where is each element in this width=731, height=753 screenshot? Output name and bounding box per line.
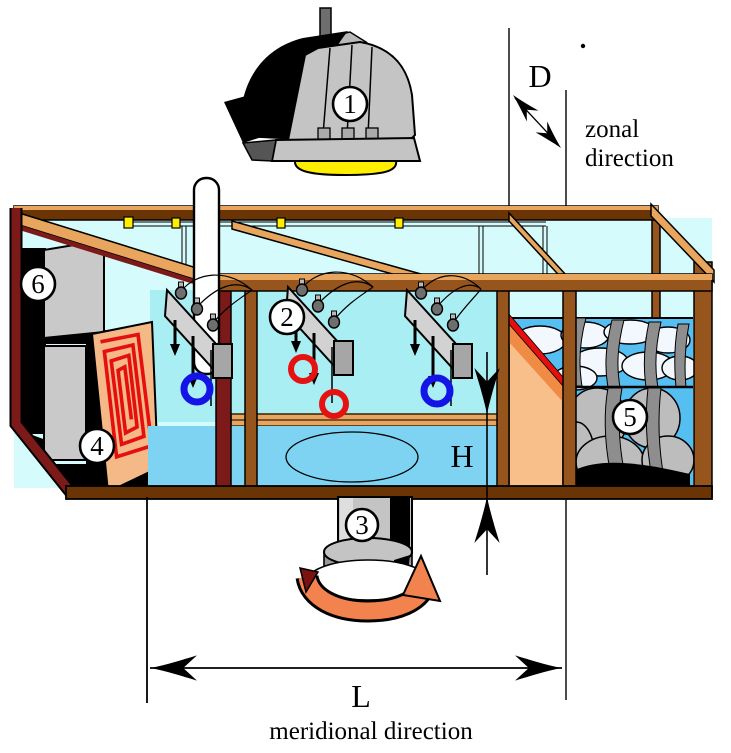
marker-ring-blue	[420, 374, 454, 408]
sensor-cap	[174, 281, 188, 300]
rack-end-cap	[452, 343, 473, 379]
rack-end-cap	[333, 340, 354, 376]
front-lower-band	[148, 426, 498, 487]
dimension-H-label: H	[450, 438, 473, 474]
sensor-cap	[311, 294, 325, 313]
dimension-D: D	[507, 58, 567, 154]
rack-end-cap	[212, 343, 233, 379]
post-mid-b	[562, 289, 577, 498]
post-back-right	[651, 219, 661, 319]
callout-4: 4	[78, 427, 116, 465]
cable-connector	[123, 216, 134, 229]
dimension-L: L	[146, 497, 562, 714]
meridional-direction-label: meridional direction	[269, 718, 473, 745]
lamp-base-slab	[224, 84, 308, 143]
gray-slab	[43, 345, 87, 461]
sensor-cap	[446, 313, 460, 332]
lamp-tray-corner	[241, 139, 277, 162]
stray-dot	[580, 43, 586, 49]
marker-ring-red	[288, 354, 318, 384]
rotation-arrow	[295, 553, 442, 623]
lamp	[224, 7, 422, 177]
cable-connector	[394, 217, 404, 229]
dimension-D-label: D	[528, 58, 551, 94]
sensor-rack	[403, 275, 482, 406]
zonal-direction-label: zonal direction	[585, 116, 674, 172]
dimension-L-label: L	[351, 678, 371, 714]
sensor-cap	[430, 297, 444, 316]
dimension-H: H	[450, 352, 500, 575]
callout-1: 1	[331, 85, 369, 123]
porthole-ellipse	[285, 431, 419, 483]
callout-2: 2	[268, 298, 306, 336]
sensor-cap	[190, 297, 204, 316]
post-mid-a	[496, 289, 510, 498]
tank	[9, 176, 715, 500]
callout-6: 6	[19, 265, 57, 303]
callout-3: 3	[344, 507, 380, 543]
marker-ring-red	[319, 389, 349, 419]
svg-text:1: 1	[343, 89, 357, 119]
rotation-arrow-start	[298, 567, 320, 594]
corner-slant	[650, 202, 715, 284]
svg-text:2: 2	[280, 302, 294, 332]
sensor-cap	[327, 310, 341, 329]
cable-connector	[276, 217, 286, 229]
heater-coil	[100, 332, 154, 460]
sensor-cap	[295, 278, 309, 297]
svg-text:4: 4	[90, 431, 104, 461]
callout-5: 5	[611, 398, 649, 436]
lamp-tray	[270, 136, 422, 162]
marker-ring-blue	[180, 372, 214, 406]
svg-text:direction: direction	[585, 145, 674, 172]
lamp-lens	[294, 160, 398, 177]
svg-text:3: 3	[355, 510, 369, 540]
svg-text:5: 5	[623, 402, 637, 432]
ice-chamber	[507, 311, 699, 489]
post-right	[693, 261, 713, 498]
sensor-cap	[414, 281, 428, 300]
post-left-brown	[244, 287, 258, 498]
svg-text:zonal: zonal	[585, 116, 639, 143]
sensor-cap	[206, 313, 220, 332]
cable-connector	[171, 217, 181, 229]
sensor-rack	[163, 274, 253, 406]
svg-text:6: 6	[31, 269, 45, 299]
frame	[9, 202, 715, 500]
rotation-arrowhead	[401, 553, 442, 603]
